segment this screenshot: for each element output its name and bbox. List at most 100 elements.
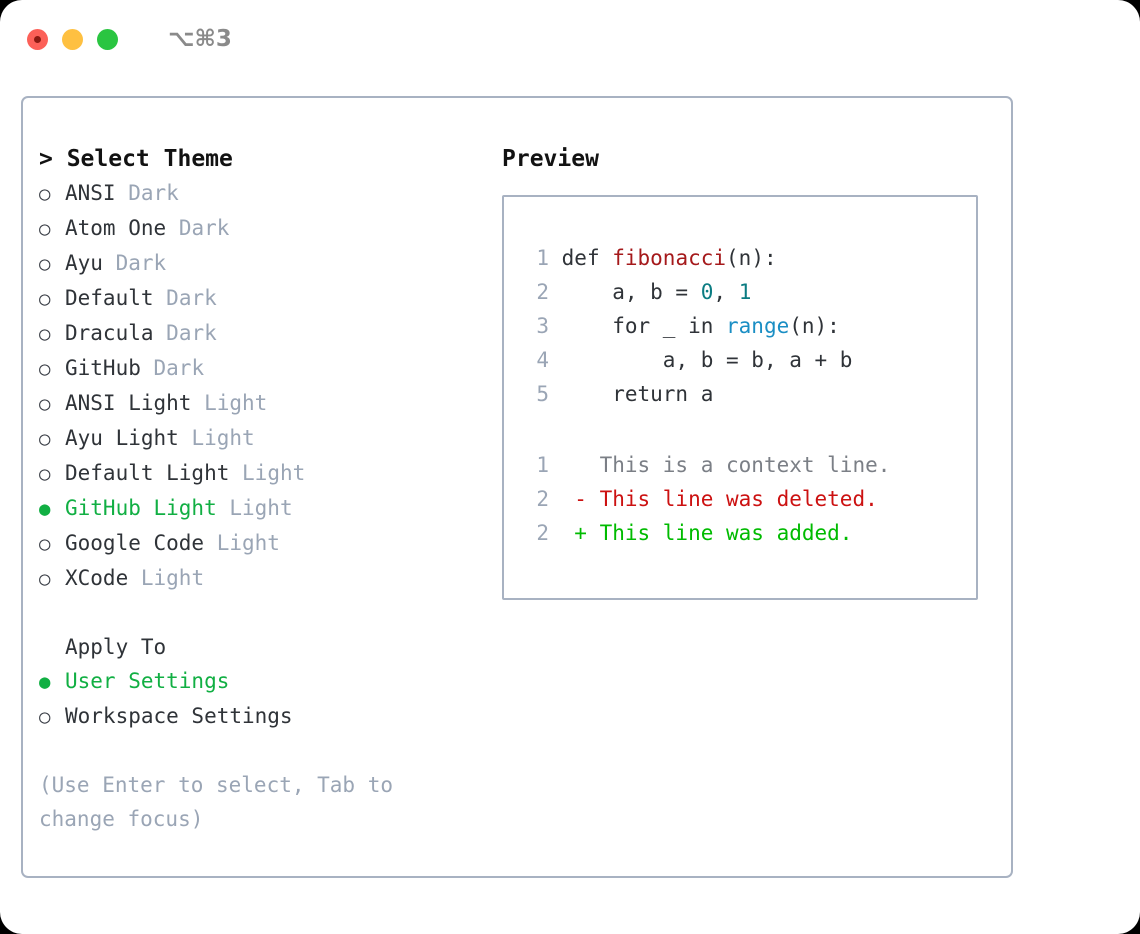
spacer [116, 176, 129, 210]
theme-option-ansi[interactable]: ○ANSI Dark [39, 176, 479, 211]
code-token: a, b = b, a + b [662, 348, 853, 372]
close-button[interactable] [27, 28, 48, 50]
theme-variant-badge: Light [216, 531, 280, 555]
window-controls [27, 28, 118, 50]
apply-to-option-label: Workspace Settings [65, 704, 293, 728]
spacer [141, 351, 154, 385]
radio-unselected-icon: ○ [39, 706, 51, 728]
code-token: for _ in [612, 314, 727, 338]
zoom-button[interactable] [97, 28, 118, 50]
theme-variant-badge: Dark [153, 356, 205, 380]
diff-sample: 1 This is a context line.2 - This line w… [523, 448, 968, 550]
code-token: def [561, 246, 613, 270]
apply-to-option-user-settings[interactable]: ● User Settings [39, 664, 479, 699]
theme-option-label: Atom One [65, 216, 167, 240]
apply-to-option-label: User Settings [65, 669, 230, 693]
code-indent [549, 348, 663, 372]
radio-selected-icon: ● [39, 671, 51, 693]
spacer [128, 561, 141, 595]
radio-unselected-icon: ○ [39, 428, 51, 450]
code-indent [549, 246, 562, 270]
code-token: , [713, 280, 739, 304]
code-indent [549, 280, 612, 304]
theme-option-label: Default [65, 286, 154, 310]
spacer [179, 421, 192, 455]
keyboard-shortcut-label: ⌥⌘3 [168, 26, 232, 52]
diff-sign: + [549, 521, 600, 545]
preview-title: Preview [502, 146, 599, 172]
theme-option-dracula[interactable]: ○Dracula Dark [39, 316, 479, 351]
code-token: (n): [789, 314, 840, 338]
theme-variant-badge: Light [191, 426, 255, 450]
radio-unselected-icon: ○ [39, 533, 51, 555]
theme-option-google-code[interactable]: ○ Google Code Light [39, 526, 479, 561]
line-number: 4 [536, 348, 549, 372]
theme-option-label: Ayu [65, 251, 103, 275]
theme-option-label: GitHub Light [65, 496, 217, 520]
keyboard-hint: (Use Enter to select, Tab to change focu… [39, 773, 406, 831]
diff-line-add: 2 + This line was added. [523, 516, 968, 550]
theme-option-ansi-light[interactable]: ○ ANSI Light Light [39, 386, 479, 421]
code-token: range [726, 314, 790, 338]
line-number: 1 [536, 246, 549, 270]
minimize-button[interactable] [62, 28, 83, 50]
apply-to-header: Apply To [65, 635, 167, 659]
diff-line-ctx: 1 This is a context line. [523, 448, 968, 482]
radio-unselected-icon: ○ [39, 288, 51, 310]
theme-variant-badge: Light [242, 461, 306, 485]
radio-selected-icon: ● [39, 498, 51, 520]
line-number: 5 [536, 382, 549, 406]
code-indent [549, 382, 612, 406]
theme-option-atom-one[interactable]: ○Atom One Dark [39, 211, 479, 246]
code-token: 1 [738, 280, 752, 304]
theme-option-label: Dracula [65, 321, 154, 345]
titlebar: ⌥⌘3 [0, 0, 1140, 78]
radio-unselected-icon: ○ [39, 183, 51, 205]
theme-variant-badge: Light [204, 391, 268, 415]
theme-option-label: XCode [65, 566, 129, 590]
theme-option-xcode[interactable]: ○ XCode Light [39, 561, 479, 596]
theme-variant-badge: Light [140, 566, 205, 590]
diff-sign [549, 453, 600, 477]
radio-unselected-icon: ○ [39, 253, 51, 275]
diff-text: This line was deleted. [599, 487, 878, 511]
radio-unselected-icon: ○ [39, 568, 51, 590]
spacer [154, 316, 167, 350]
theme-option-label: Google Code [65, 531, 205, 555]
diff-sign: - [549, 487, 600, 511]
theme-variant-badge: Light [229, 496, 293, 520]
apply-to-list[interactable]: ● User Settings ○ Workspace Settings [39, 664, 479, 734]
theme-option-ayu-light[interactable]: ○Ayu Light Light [39, 421, 479, 456]
code-token: 0 [700, 280, 714, 304]
theme-option-default[interactable]: ○ Default Dark [39, 281, 479, 316]
radio-unselected-icon: ○ [39, 323, 51, 345]
line-number: 1 [536, 453, 549, 477]
theme-variant-badge: Dark [166, 286, 217, 310]
spacer [204, 526, 217, 560]
theme-variant-badge: Dark [128, 181, 179, 205]
spacer [39, 596, 479, 630]
spacer [229, 456, 242, 490]
preview-column: Preview 1 def fibonacci(n):2 a, b = 0, 1… [502, 142, 982, 600]
theme-option-default-light[interactable]: ○Default Light Light [39, 456, 479, 491]
code-token: return a [612, 382, 714, 406]
main-panel: > Select Theme ○ANSI Dark○Atom One Dark○… [21, 96, 1013, 878]
diff-line-del: 2 - This line was deleted. [523, 482, 968, 516]
code-line: 3 for _ in range(n): [523, 309, 968, 343]
theme-option-ayu[interactable]: ○Ayu Dark [39, 246, 479, 281]
apply-to-option-workspace-settings[interactable]: ○ Workspace Settings [39, 699, 479, 734]
code-line: 1 def fibonacci(n): [523, 241, 968, 275]
spacer [154, 281, 167, 315]
theme-option-label: ANSI Light [65, 391, 192, 415]
theme-list[interactable]: ○ANSI Dark○Atom One Dark○Ayu Dark○Defaul… [39, 176, 479, 596]
radio-unselected-icon: ○ [39, 393, 51, 415]
spacer [217, 491, 230, 525]
radio-unselected-icon: ○ [39, 358, 51, 380]
theme-option-github-light[interactable]: ● GitHub Light Light [39, 491, 479, 526]
radio-unselected-icon: ○ [39, 463, 51, 485]
radio-unselected-icon: ○ [39, 218, 51, 240]
code-token: a, b = [612, 280, 701, 304]
theme-option-github[interactable]: ○GitHub Dark [39, 351, 479, 386]
